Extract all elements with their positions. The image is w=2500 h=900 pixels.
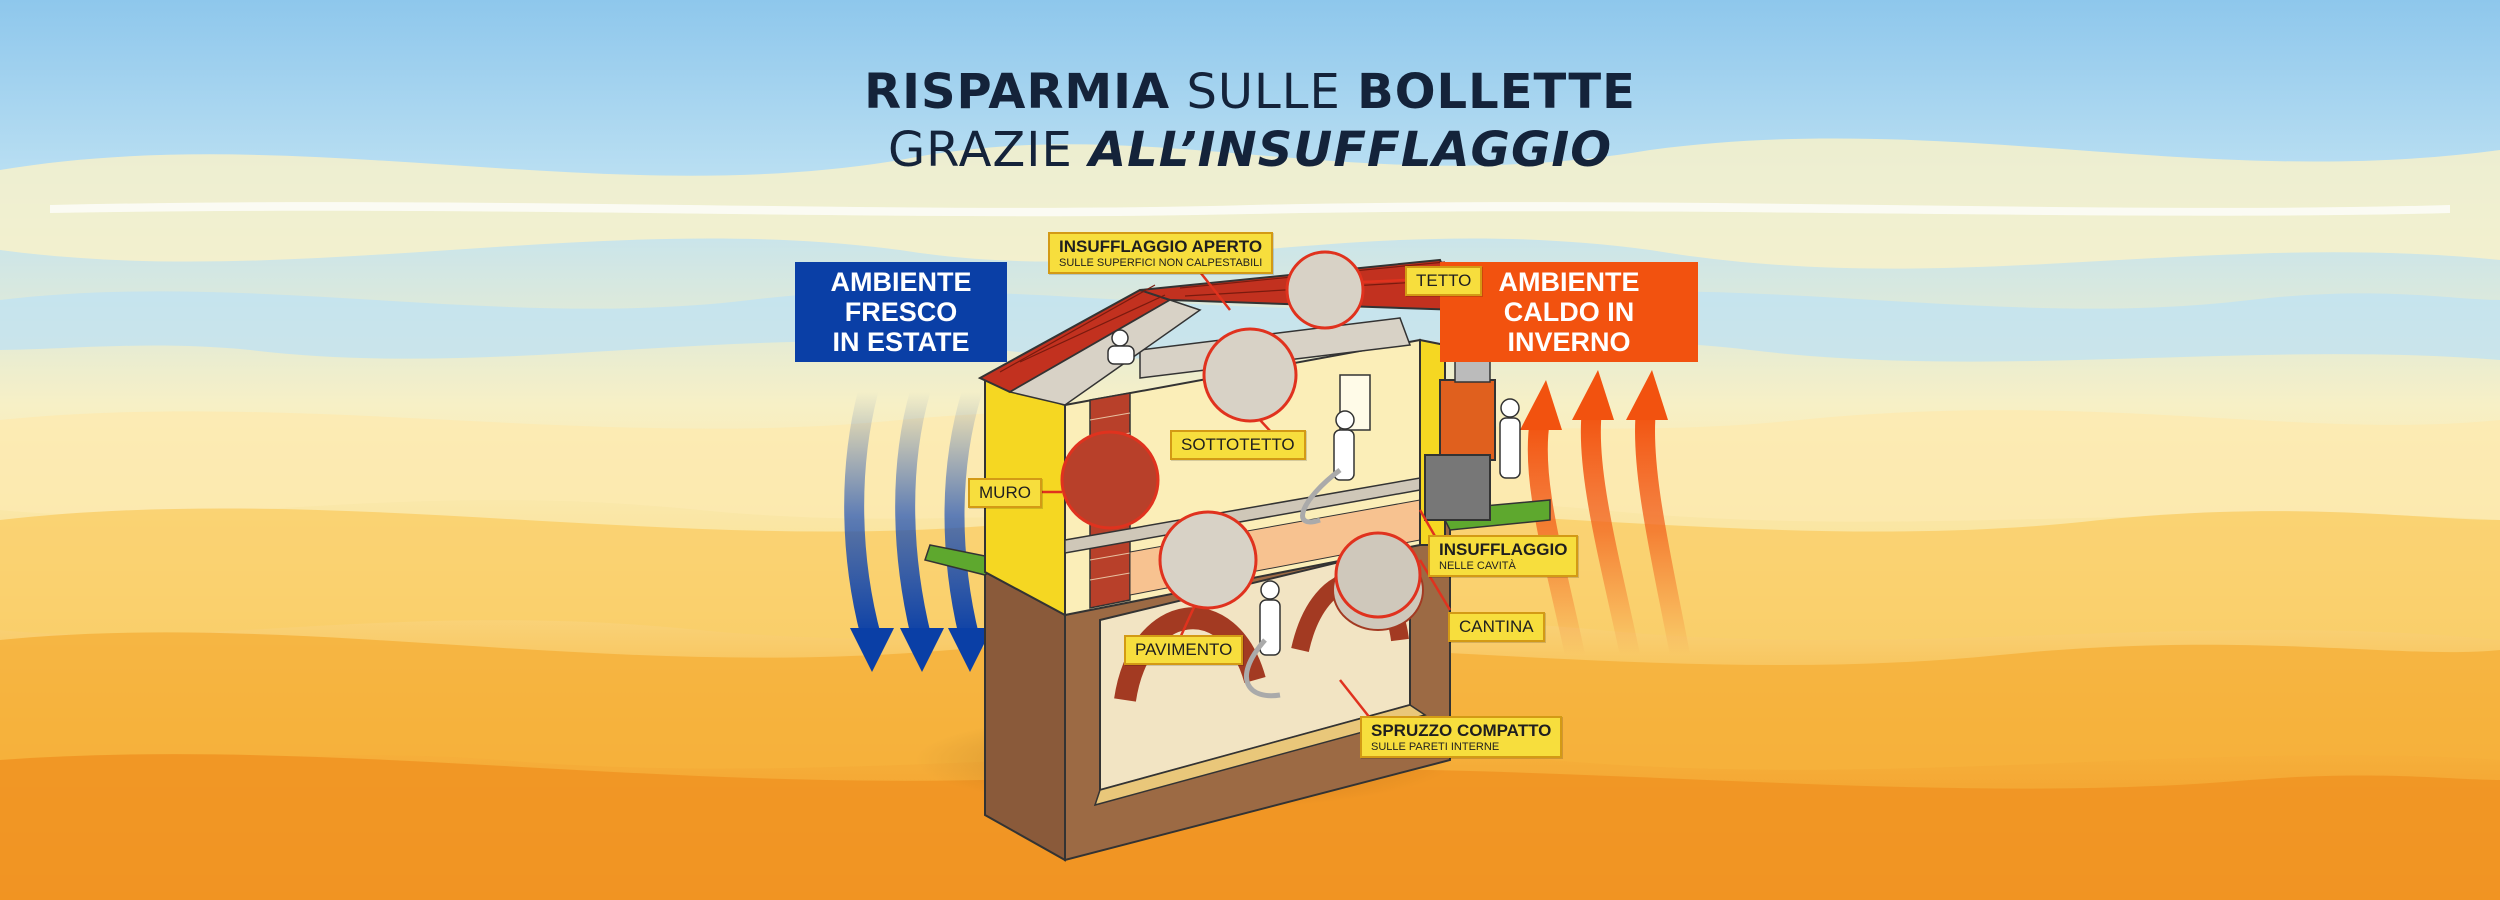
floor-label: PAVIMENTO (1124, 635, 1244, 665)
winter-warm-panel: AMBIENTE CALDO IN INVERNO (1440, 262, 1698, 362)
summer-line-1: AMBIENTE (830, 267, 972, 297)
cavity-blowing-label: INSUFFLAGGIO NELLE CAVITÀ (1428, 535, 1579, 577)
summer-line-3: IN ESTATE (832, 327, 970, 357)
summer-line-2: FRESCO (844, 297, 958, 327)
compact-spray-label: SPRUZZO COMPATTO SULLE PARETI INTERNE (1360, 716, 1563, 758)
cavity-blowing-subtitle: NELLE CAVITÀ (1439, 560, 1516, 572)
warm-airflow-arrows (1520, 370, 1690, 665)
headline-line-2: GRAZIE ALL’INSUFFLAGGIO (887, 122, 1613, 178)
roof-label: TETTO (1405, 266, 1483, 296)
open-blowing-title: INSUFFLAGGIO APERTO (1059, 237, 1263, 256)
cool-airflow-arrows (844, 382, 992, 672)
compact-spray-subtitle: SULLE PARETI INTERNE (1371, 741, 1500, 753)
compact-spray-title: SPRUZZO COMPATTO (1371, 721, 1552, 740)
wall-label: MURO (968, 478, 1042, 508)
winter-line-1: AMBIENTE (1498, 267, 1640, 297)
headline-line-1: RISPARMIA SULLE BOLLETTE (864, 64, 1636, 120)
cellar-label: CANTINA (1448, 612, 1545, 642)
attic-label: SOTTOTETTO (1170, 430, 1306, 460)
detail-callout-circles (1060, 250, 1422, 619)
summer-cool-panel: AMBIENTE FRESCO IN ESTATE (795, 262, 1007, 362)
winter-line-2: CALDO IN (1503, 297, 1635, 327)
open-blowing-label: INSUFFLAGGIO APERTO SULLE SUPERFICI NON … (1048, 232, 1274, 274)
cavity-blowing-title: INSUFFLAGGIO (1439, 540, 1568, 559)
winter-line-3: INVERNO (1507, 327, 1631, 357)
open-blowing-subtitle: SULLE SUPERFICI NON CALPESTABILI (1059, 257, 1263, 269)
